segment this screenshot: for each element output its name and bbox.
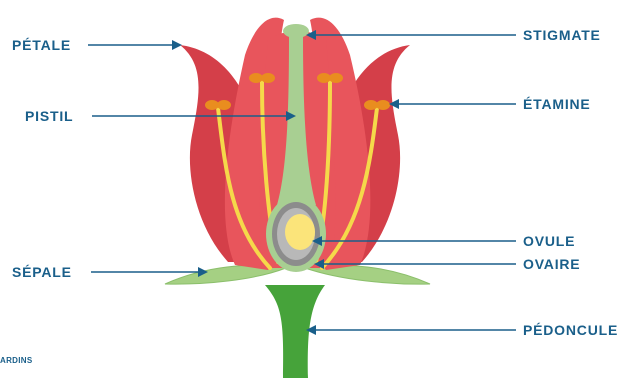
credit-text: ARDINS <box>0 356 32 365</box>
ovule <box>285 214 315 250</box>
label-pedoncule: PÉDONCULE <box>523 322 618 338</box>
label-petale: PÉTALE <box>12 37 71 53</box>
label-ovaire: OVAIRE <box>523 256 580 272</box>
label-pistil: PISTIL <box>25 108 73 124</box>
label-etamine: ÉTAMINE <box>523 96 591 112</box>
arrowhead-petale <box>172 40 182 50</box>
label-stigmate: STIGMATE <box>523 27 601 43</box>
stigma <box>283 24 309 38</box>
label-ovule: OVULE <box>523 233 575 249</box>
label-sepale: SÉPALE <box>12 264 72 280</box>
